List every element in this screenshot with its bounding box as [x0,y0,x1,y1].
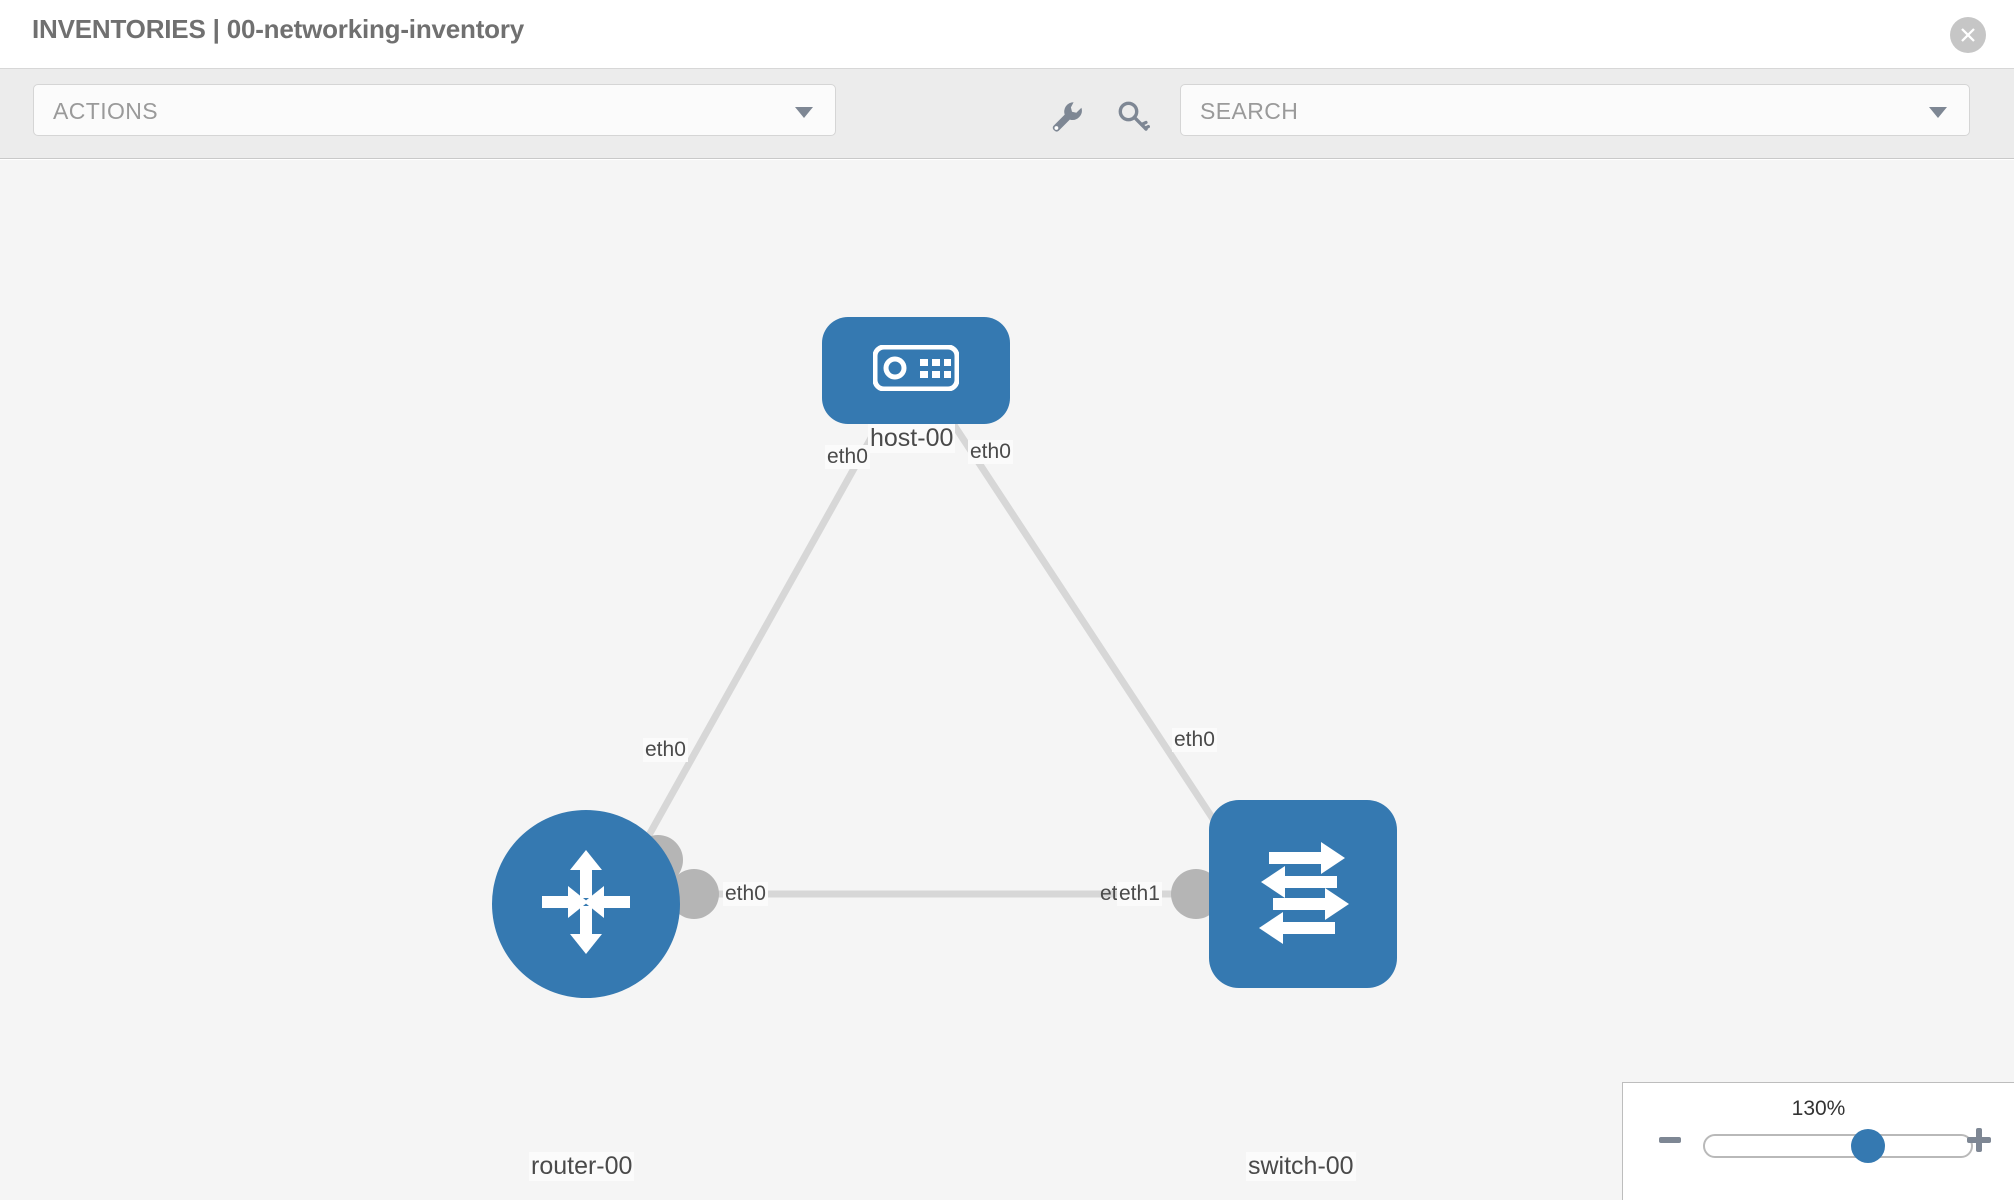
close-button[interactable] [1950,17,1986,53]
switch-arrows-icon [1243,832,1363,957]
zoom-level-value: 130% [1791,1097,1846,1120]
plus-icon [1965,1126,1993,1159]
minus-icon [1657,1127,1683,1158]
zoom-slider[interactable] [1703,1129,1973,1163]
zoom-in-button[interactable] [1962,1125,1996,1159]
zoom-control-panel: 130% [1622,1082,2014,1200]
page-title: INVENTORIES | 00-networking-inventory [32,14,525,44]
key-icon [1116,99,1150,138]
router-node-shape[interactable] [492,810,680,998]
topology-edges [621,375,1267,919]
server-icon [872,344,960,396]
actions-dropdown[interactable]: ACTIONS [33,84,836,136]
port-label-host-right: eth0 [968,440,1013,465]
port-label-router-right: eth0 [723,882,768,907]
zoom-out-button[interactable] [1653,1125,1687,1159]
close-icon [1957,24,1979,46]
zoom-slider-handle[interactable] [1851,1129,1885,1163]
router-node-label: router-00 [529,1152,635,1181]
wrench-button[interactable] [1043,95,1089,141]
port-label-router-up: eth0 [643,738,688,763]
port-label-switch-up: eth0 [1172,728,1217,753]
page-header: INVENTORIES | 00-networking-inventory [0,0,2014,69]
host-node-label: host-00 [868,424,956,453]
key-button[interactable] [1110,95,1156,141]
actions-dropdown-label: ACTIONS [53,98,159,124]
search-dropdown[interactable]: SEARCH [1180,84,1970,136]
search-input[interactable]: SEARCH [1200,98,1299,124]
port-label-switch-left: eth1 [1117,882,1162,907]
switch-node-label: switch-00 [1246,1152,1356,1181]
topology-canvas[interactable]: host-00 [0,160,2014,1200]
host-node-shape[interactable] [822,317,1010,424]
switch-node-shape[interactable] [1209,800,1397,988]
chevron-down-icon [1929,107,1947,118]
chevron-down-icon [795,107,813,118]
wrench-icon [1049,99,1083,138]
port-label-host-left: eth0 [825,445,870,470]
router-arrows-icon [526,842,646,967]
